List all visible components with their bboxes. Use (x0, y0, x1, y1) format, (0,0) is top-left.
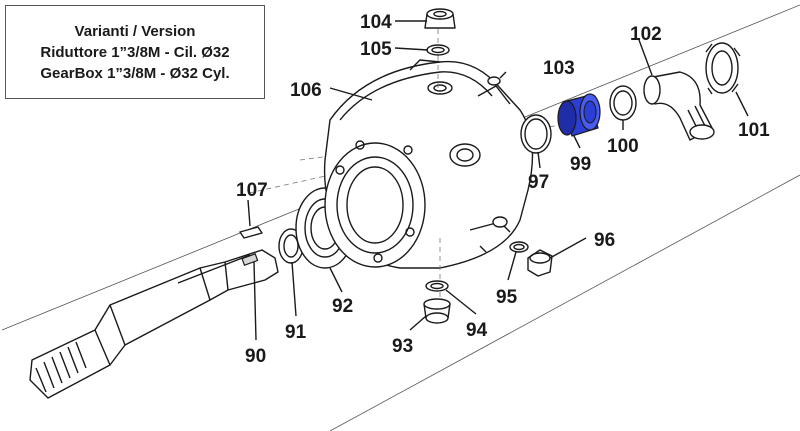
oring-part-105-inner (431, 46, 445, 54)
oring-part-100-inner (613, 90, 633, 116)
callout-93: 93 (392, 336, 413, 357)
callout-104: 104 (360, 12, 392, 33)
nut-part-101 (705, 42, 741, 95)
oring-part-94 (425, 280, 449, 292)
callout-94: 94 (466, 320, 488, 341)
housing-part-106 (323, 25, 534, 310)
caption-line-2: Riduttore 1”3/8M - Cil. Ø32 (40, 43, 230, 61)
plug-part-104 (424, 8, 456, 29)
callout-92: 92 (332, 296, 353, 317)
callout-96: 96 (594, 230, 615, 251)
plug-part-96 (527, 249, 553, 277)
variant-caption-box: Varianti / Version Riduttore 1”3/8M - Ci… (5, 5, 265, 99)
shaft-part-90 (29, 249, 279, 399)
callout-102: 102 (630, 24, 662, 45)
caption-line-3: GearBox 1”3/8M - Ø32 Cyl. (40, 64, 230, 82)
callout-99: 99 (570, 154, 591, 175)
adapter-part-99 (557, 93, 601, 137)
oring-part-105 (426, 44, 450, 56)
oring-part-95-inner (513, 243, 525, 251)
elbow-part-102 (643, 71, 715, 141)
callout-90: 90 (245, 346, 266, 367)
caption-line-1: Varianti / Version (74, 22, 196, 40)
leader-lines (247, 20, 749, 341)
key-part-107 (239, 226, 263, 239)
oring-part-97-inner (524, 118, 548, 150)
callout-101: 101 (738, 120, 770, 141)
oring-part-97 (520, 114, 552, 154)
oring-part-95 (509, 241, 529, 253)
callout-107: 107 (236, 180, 268, 201)
oring-part-94-inner (430, 282, 444, 290)
callout-97: 97 (528, 172, 549, 193)
callout-95: 95 (496, 287, 518, 308)
callout-91: 91 (285, 322, 307, 343)
callout-100: 100 (607, 136, 639, 157)
oring-part-103 (487, 76, 501, 86)
plug-part-93 (423, 298, 451, 324)
callout-106: 106 (290, 80, 322, 101)
callout-105: 105 (360, 39, 392, 60)
callout-103: 103 (543, 58, 575, 79)
